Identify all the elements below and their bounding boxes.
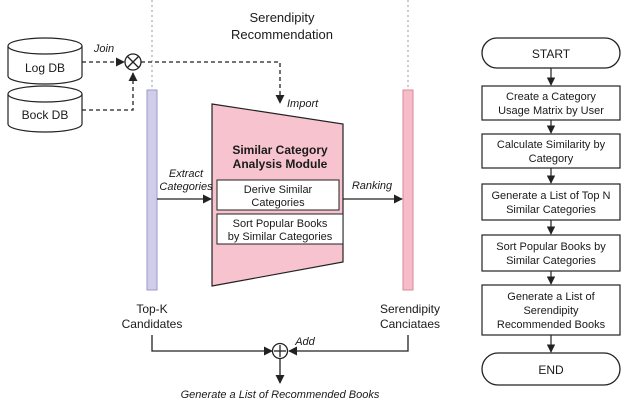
top-k-label-line1: Top-K	[136, 302, 167, 316]
log-db-cylinder: Log DB	[7, 37, 83, 85]
flow-step-2-line1: Calculate Similarity by	[497, 139, 606, 151]
derive-similar-categories-box: Derive Similar Categories	[216, 179, 340, 211]
flow-step-5-line3: Recommended Books	[497, 319, 606, 331]
flow-step-5-line1: Generate a List of	[507, 291, 595, 303]
extract-label-line2: Categories	[159, 181, 213, 193]
flow-step-2-line2: Category	[529, 153, 574, 165]
ranking-label: Ranking	[352, 180, 393, 192]
sort-popular-books-box: Sort Popular Books by Similar Categories	[216, 213, 344, 245]
flow-step-4-line1: Sort Popular Books by	[496, 241, 606, 253]
flow-end-label: END	[538, 363, 564, 377]
top-k-label-line2: Candidates	[122, 317, 183, 331]
flow-step-5-line2: Serendipity	[523, 305, 579, 317]
serendipity-candidates-bar	[402, 89, 414, 291]
join-operator-icon	[124, 53, 142, 71]
flow-step-3-line1: Generate a List of Top N	[491, 190, 610, 202]
book-to-join-arrow	[82, 72, 138, 111]
flow-step-4-line2: Similar Categories	[506, 255, 596, 267]
flow-step-2	[481, 133, 621, 169]
flowchart: START Create a Category Usage Matrix by …	[481, 37, 621, 386]
flow-step-5	[481, 284, 621, 336]
join-label: Join	[93, 43, 114, 55]
import-arrow	[141, 61, 285, 104]
import-label: Import	[287, 98, 319, 110]
flow-end-terminal	[481, 352, 621, 386]
book-db-cylinder: Bock DB	[7, 85, 83, 133]
flow-step-1-line2: Usage Matrix by User	[498, 105, 604, 117]
serendipity-label-line2: Canciataes	[380, 317, 440, 331]
add-label: Add	[294, 336, 315, 348]
flow-start-label: START	[532, 47, 571, 61]
flow-step-1-line1: Create a Category	[506, 91, 596, 103]
flow-step-1	[481, 85, 621, 121]
module-title-line2: Analysis Module	[233, 157, 328, 171]
module-title-line1: Similar Category	[232, 143, 328, 157]
box2-line1: Sort Popular Books	[233, 218, 328, 230]
flow-step-3-line2: Similar Categories	[506, 204, 596, 216]
extract-label-line1: Extract	[169, 168, 204, 180]
left-to-add-arrow	[151, 335, 273, 356]
add-operator-icon	[271, 342, 289, 360]
box1-line2: Categories	[251, 197, 305, 209]
output-label: Generate a List of Recommended Books	[181, 389, 380, 401]
book-db-label: Bock DB	[22, 108, 69, 122]
right-to-add-arrow	[288, 335, 409, 356]
diagram-title-line1: Serendipity	[249, 10, 315, 25]
box1-line1: Derive Similar	[244, 184, 313, 196]
diagram-title-line2: Recommendation	[231, 27, 333, 42]
log-db-label: Log DB	[25, 61, 65, 75]
serendipity-label-line1: Serendipity	[380, 302, 440, 316]
box2-line2: by Similar Categories	[228, 231, 333, 243]
top-k-candidates-bar	[146, 89, 158, 291]
